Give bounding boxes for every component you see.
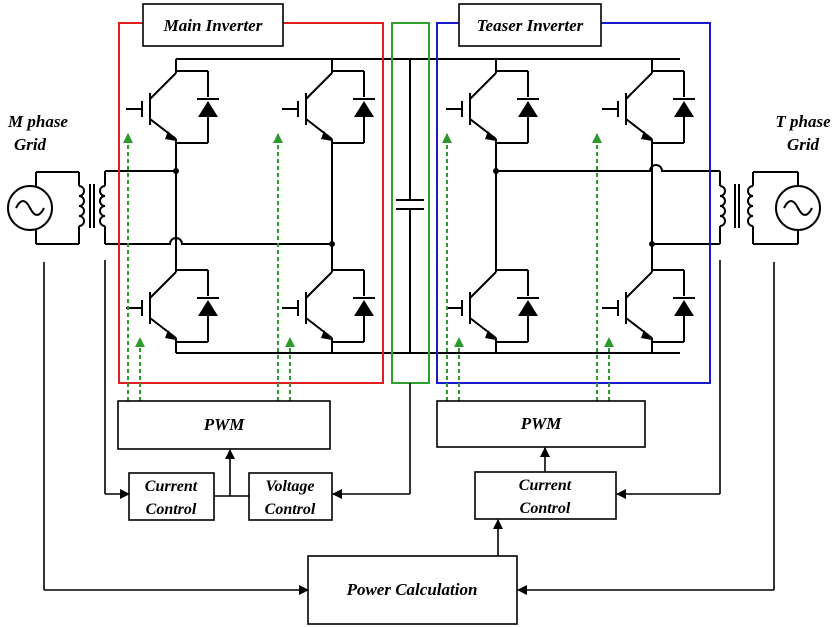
current-control-left-box (128, 472, 215, 521)
power-calculation-box (307, 555, 518, 625)
teaser-inverter-title: Teaser Inverter (477, 16, 584, 35)
t-phase-label: T phase (775, 112, 831, 131)
main-inverter-title-box (142, 3, 284, 47)
gate-signals (123, 133, 614, 401)
m-phase-connections (35, 168, 335, 247)
teaser-inverter-switches (445, 58, 696, 354)
main-inverter-frame (118, 22, 384, 384)
pwm-left-box (117, 400, 331, 450)
m-phase-grid-source-icon (7, 185, 53, 231)
main-inverter-switches (125, 58, 376, 354)
current-control-left-line1: Current (145, 478, 198, 495)
power-calculation-label: Power Calculation (346, 580, 478, 599)
current-control-left-line2: Control (146, 501, 197, 518)
t-phase-grid-label: Grid (787, 135, 820, 154)
current-control-right-box (474, 471, 617, 520)
voltage-control-line1: Voltage (266, 478, 315, 495)
current-control-right-line1: Current (519, 477, 572, 494)
teaser-inverter-frame (436, 22, 711, 384)
voltage-control-line2: Control (265, 501, 316, 518)
t-phase-connections (493, 164, 799, 247)
m-phase-label: M phase (7, 112, 68, 131)
control-wiring (43, 260, 775, 595)
pwm-left-label: PWM (203, 415, 246, 434)
pwm-right-label: PWM (520, 414, 563, 433)
t-phase-grid-source-icon (775, 185, 821, 231)
dc-link-capacitor (396, 59, 424, 353)
pwm-right-box (436, 400, 646, 448)
main-inverter-title: Main Inverter (163, 16, 263, 35)
m-phase-grid-label: Grid (14, 135, 47, 154)
teaser-inverter-title-box (458, 3, 602, 47)
current-control-right-line2: Control (520, 500, 571, 517)
